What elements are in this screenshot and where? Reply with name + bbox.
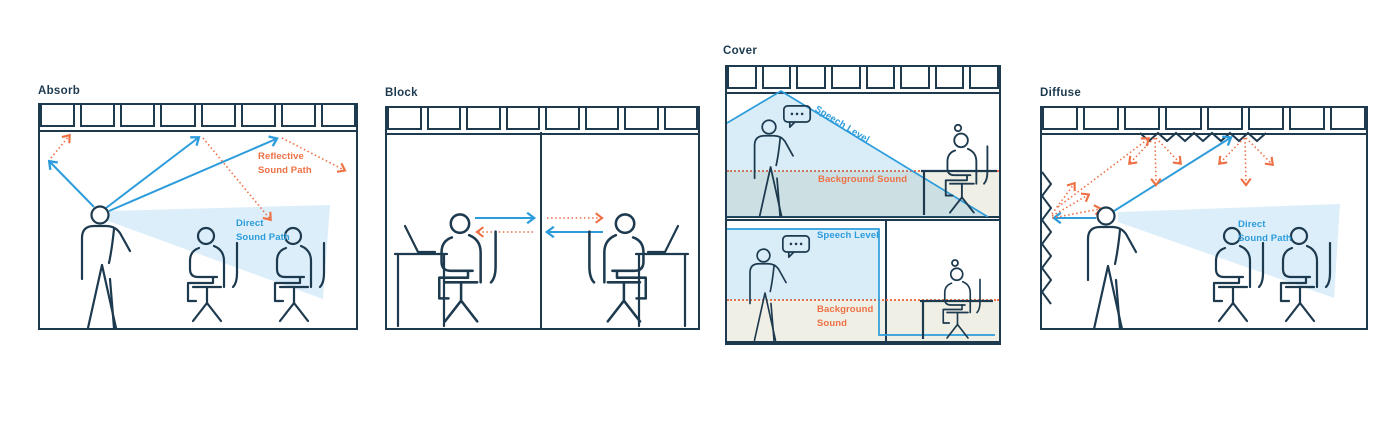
background-sound-label: Background Sound [818, 174, 908, 185]
reflected-sound-arrows [50, 133, 347, 222]
ceiling-baffle-cell [160, 105, 196, 127]
hair-bun [953, 123, 963, 133]
speech-level-line [727, 228, 995, 336]
direct-sound-wedge [108, 205, 330, 299]
ceiling-baffle-cell [900, 67, 930, 89]
ceiling-baffle-cell [200, 105, 236, 127]
desks-and-laptops [393, 224, 690, 328]
ceiling-baffle-cell [1083, 108, 1120, 130]
direct-sound-arrows [47, 135, 279, 212]
diffuser-zigzag-ceiling [1139, 131, 1267, 143]
laptop-icon [403, 224, 437, 254]
laptop-icon [646, 224, 680, 254]
speech-level-line [727, 90, 989, 217]
ceiling-line [1042, 133, 1366, 135]
ceiling-baffle-cell [934, 67, 965, 89]
diffuse-graphics [1042, 131, 1340, 328]
absorb-graphics [47, 133, 347, 328]
block-room [385, 106, 700, 330]
panel-title-cover: Cover [723, 45, 758, 57]
ceiling-baffle-cell [1165, 108, 1202, 130]
speech-level-label: Speech Level [817, 230, 879, 241]
reflected-sound-arrows [475, 212, 604, 238]
block-graphics [393, 211, 690, 328]
ceiling-baffle-cell [1247, 108, 1284, 130]
ceiling-baffle-cell [1206, 108, 1243, 130]
ceiling-baffle-cell [584, 108, 619, 130]
diffuser-zigzag-wall [1042, 171, 1053, 305]
ceiling-baffle-cell [1329, 108, 1366, 130]
desk [921, 169, 997, 215]
dividing-wall [885, 221, 887, 341]
cover-bottom-graphics [727, 228, 995, 341]
seated-worker-figure [437, 213, 497, 323]
ceiling-line [40, 130, 356, 132]
ceiling-baffle-cell [466, 108, 501, 130]
direct-sound-path-label: Direct Sound Path [236, 218, 290, 243]
diffuse-room: Direct Sound Path [1040, 106, 1368, 330]
ceiling-baffle-cell [1042, 108, 1079, 130]
ceiling-baffle-cell [387, 108, 422, 130]
cover-top-graphics [727, 90, 997, 217]
panel-title-block: Block [385, 87, 418, 99]
ceiling-baffle-cell [280, 105, 316, 127]
ceiling-baffle-cell [80, 105, 116, 127]
ceiling-baffle-cell [40, 105, 76, 127]
ceiling-baffles [387, 108, 698, 130]
ceiling-baffles [40, 105, 356, 127]
ceiling-baffle-cell [761, 67, 792, 89]
desk [393, 252, 449, 328]
ceiling-baffles [1042, 108, 1366, 130]
reflective-sound-path-label: Reflective Sound Path [258, 151, 312, 176]
ceiling-baffle-cell [624, 108, 659, 130]
direct-sound-arrows [475, 211, 603, 239]
scattered-sound-arrows [1051, 137, 1275, 219]
ceiling-line [387, 133, 698, 135]
ceiling-baffle-cell [240, 105, 276, 127]
absorb-room: Reflective Sound Path Direct Sound Path [38, 103, 358, 330]
desk [920, 299, 993, 339]
panel-title-absorb: Absorb [38, 85, 81, 97]
direct-sound-arrows [1051, 135, 1233, 225]
cover-room: Speech Level Background Sound Speech Lev… [725, 65, 1001, 345]
ceiling-baffle-cell [830, 67, 861, 89]
ceiling-baffle-cell [320, 105, 356, 127]
dividing-wall [540, 132, 542, 328]
background-sound-line [727, 299, 999, 301]
ceiling-baffle-cell [969, 67, 999, 89]
ceiling-baffle-cell [796, 67, 826, 89]
ceiling-baffles [727, 67, 999, 89]
ceiling-baffle-cell [505, 108, 540, 130]
background-sound-label: Background Sound [817, 304, 874, 329]
floor-divider-line [727, 216, 999, 218]
background-sound-line [727, 170, 999, 172]
ceiling-line [727, 92, 999, 94]
ceiling-baffle-cell [1124, 108, 1161, 130]
ceiling-baffle-cell [727, 67, 757, 89]
panel-title-diffuse: Diffuse [1040, 87, 1082, 99]
hair-bun [951, 259, 959, 267]
ceiling-baffle-cell [120, 105, 156, 127]
cover-lower-room: Speech Level Background Sound [725, 219, 1001, 343]
ceiling-baffle-cell [865, 67, 896, 89]
ceiling-baffle-cell [663, 108, 698, 130]
seated-listener-figure [942, 267, 981, 339]
seated-worker-figure [588, 213, 648, 323]
ceiling-baffle-cell [426, 108, 461, 130]
ceiling-baffle-cell [1288, 108, 1325, 130]
ceiling-baffle-cell [545, 108, 580, 130]
direct-sound-path-label: Direct Sound Path [1238, 219, 1292, 244]
speech-level-area [727, 229, 879, 300]
